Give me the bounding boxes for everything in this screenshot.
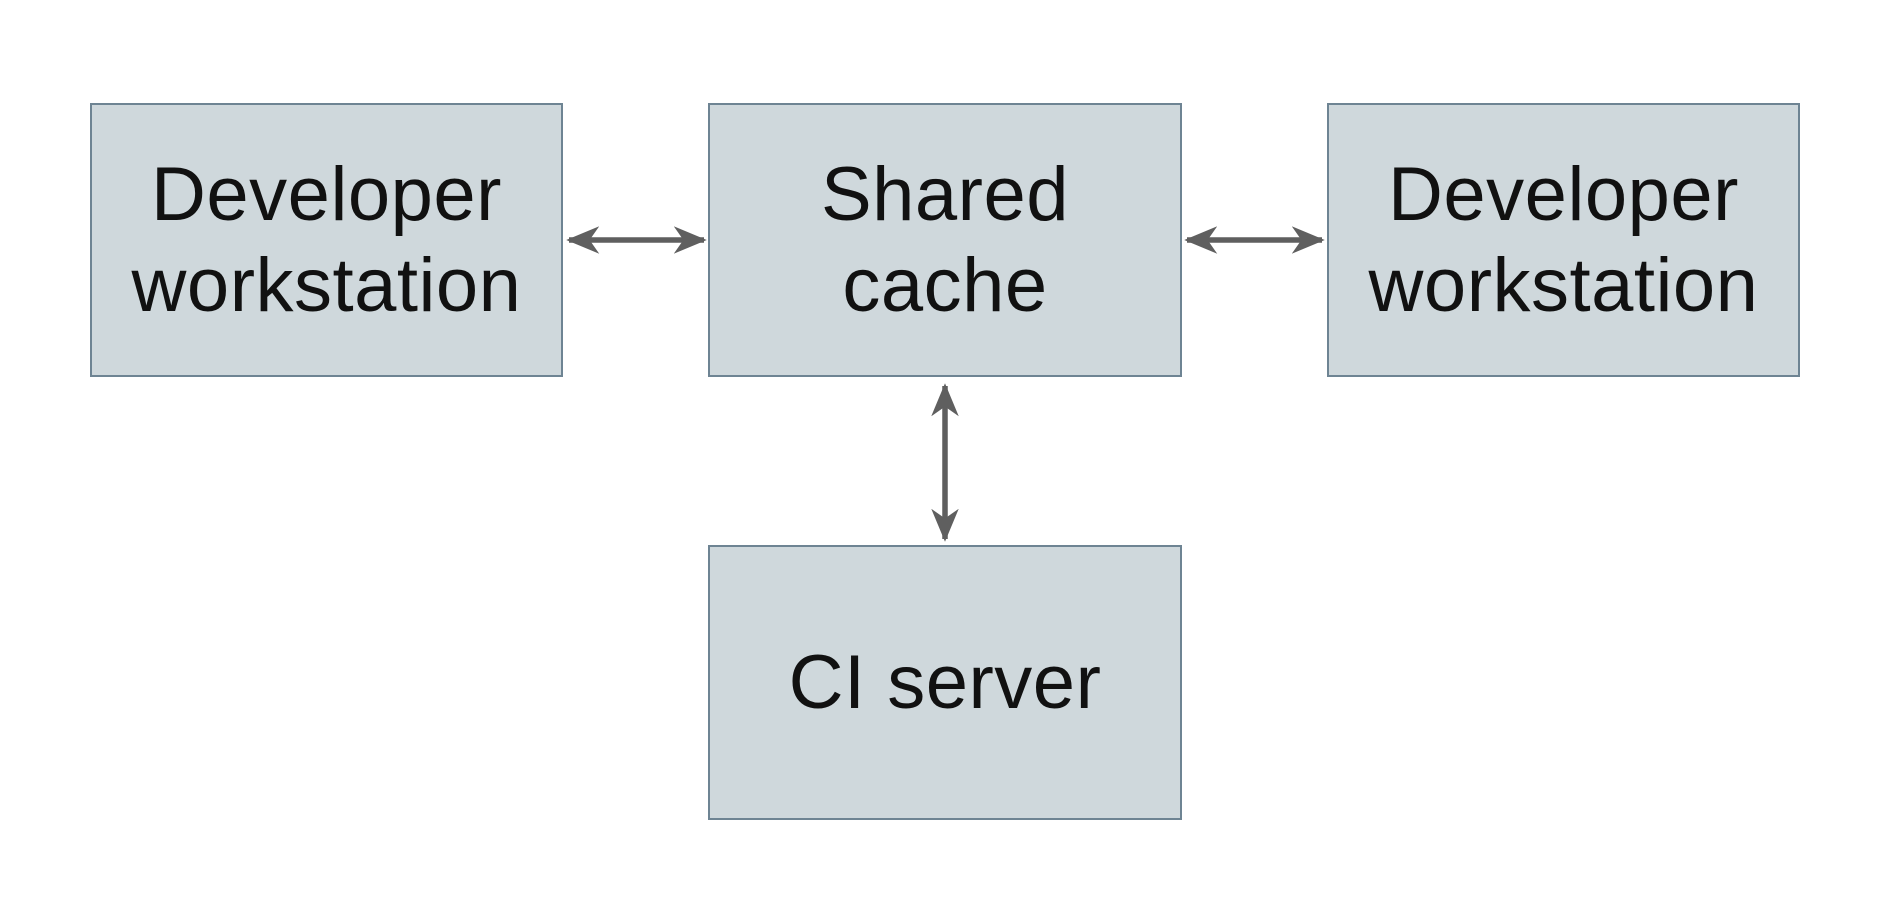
node-ci-server: CI server xyxy=(708,545,1182,820)
node-ci-server-label: CI server xyxy=(788,639,1102,725)
node-developer-workstation-right-label: Developer workstation xyxy=(1368,151,1759,328)
node-developer-workstation-right: Developer workstation xyxy=(1327,103,1800,377)
node-shared-cache-label: Shared cache xyxy=(820,151,1070,328)
node-developer-workstation-left: Developer workstation xyxy=(90,103,563,377)
node-shared-cache: Shared cache xyxy=(708,103,1182,377)
node-developer-workstation-left-label: Developer workstation xyxy=(131,151,522,328)
